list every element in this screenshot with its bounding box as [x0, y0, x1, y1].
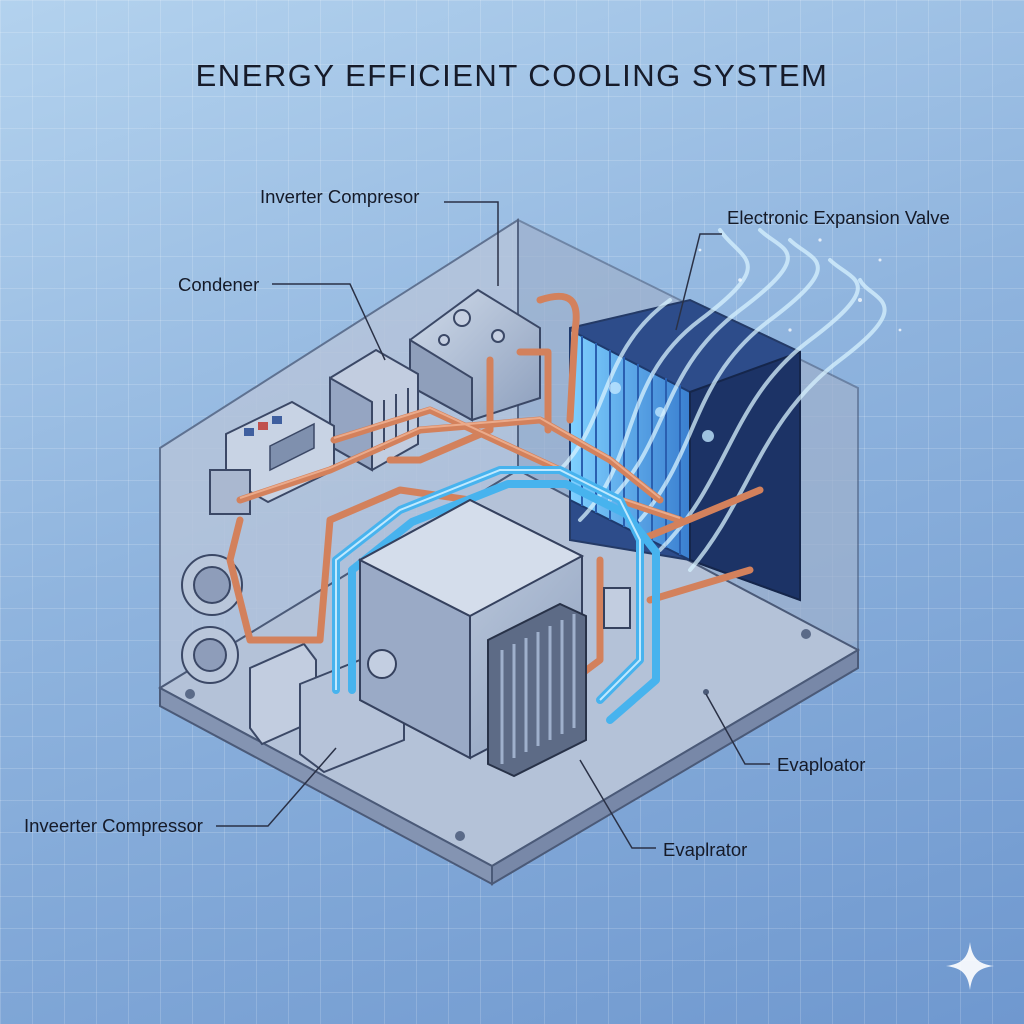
leader-evaporator-right [705, 693, 770, 765]
floor-screw [801, 629, 811, 639]
coolant-lines-highlight [335, 469, 641, 701]
airflow-streams [558, 228, 887, 572]
floor-screw [455, 831, 465, 841]
label-evaporator-bottom: Evaplrator [663, 839, 748, 860]
floor-screw [703, 689, 709, 695]
main-compressor-motor [357, 498, 631, 778]
inverter-compressor-module [409, 288, 541, 422]
diagram-title: ENERGY EFFICIENT COOLING SYSTEM [195, 58, 829, 93]
leader-condenser [272, 283, 386, 361]
leader-inverter-bottom [216, 747, 337, 827]
label-inverter-compressor-top: Inverter Compresor [260, 186, 420, 207]
leader-evaporator-bottom [579, 759, 656, 849]
sparkle-icon [946, 942, 994, 990]
leader-expansion-valve [675, 233, 722, 331]
floor-screw [185, 689, 195, 699]
label-evaporator-right: Evaploator [777, 754, 866, 775]
leader-lines [216, 201, 770, 849]
housing-right-edge [491, 648, 859, 886]
airflow-particles [698, 218, 902, 332]
label-inverter-compressor-bottom: Inveerter Compressor [24, 815, 203, 836]
leader-inverter-top [444, 201, 499, 286]
label-condenser: Condener [178, 274, 260, 295]
label-electronic-expansion-valve: Electronic Expansion Valve [727, 207, 950, 228]
